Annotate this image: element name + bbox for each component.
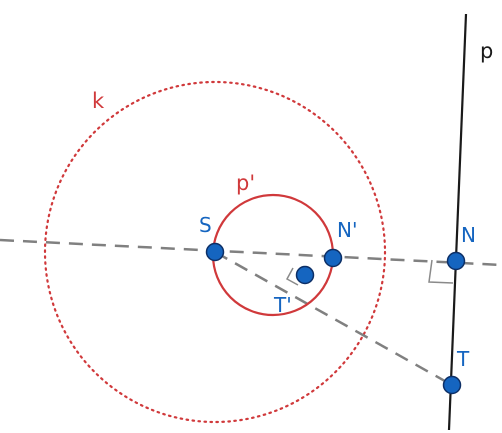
point-t-prime[interactable] [295, 265, 315, 285]
label-line-p: p [480, 39, 493, 63]
right-angle-mark-n [428, 259, 454, 284]
label-point-s: S [199, 213, 212, 237]
label-point-n-prime: N' [337, 218, 357, 242]
label-circle-p-prime: p' [236, 171, 255, 195]
right-angle-mark-t-prime [285, 267, 299, 286]
label-point-t: T [456, 347, 470, 371]
circle-p-prime [211, 193, 335, 317]
label-point-n: N [461, 223, 476, 247]
point-t[interactable] [442, 375, 462, 395]
circle-k [43, 80, 387, 424]
dashed-line-s-t [214, 250, 453, 387]
label-circle-k: k [92, 89, 105, 113]
dashed-line-s-n [0, 238, 502, 267]
point-n-prime[interactable] [323, 248, 343, 268]
line-p [447, 13, 468, 431]
label-point-t-prime: T' [273, 293, 292, 317]
point-n[interactable] [446, 251, 466, 271]
point-s[interactable] [205, 242, 225, 262]
